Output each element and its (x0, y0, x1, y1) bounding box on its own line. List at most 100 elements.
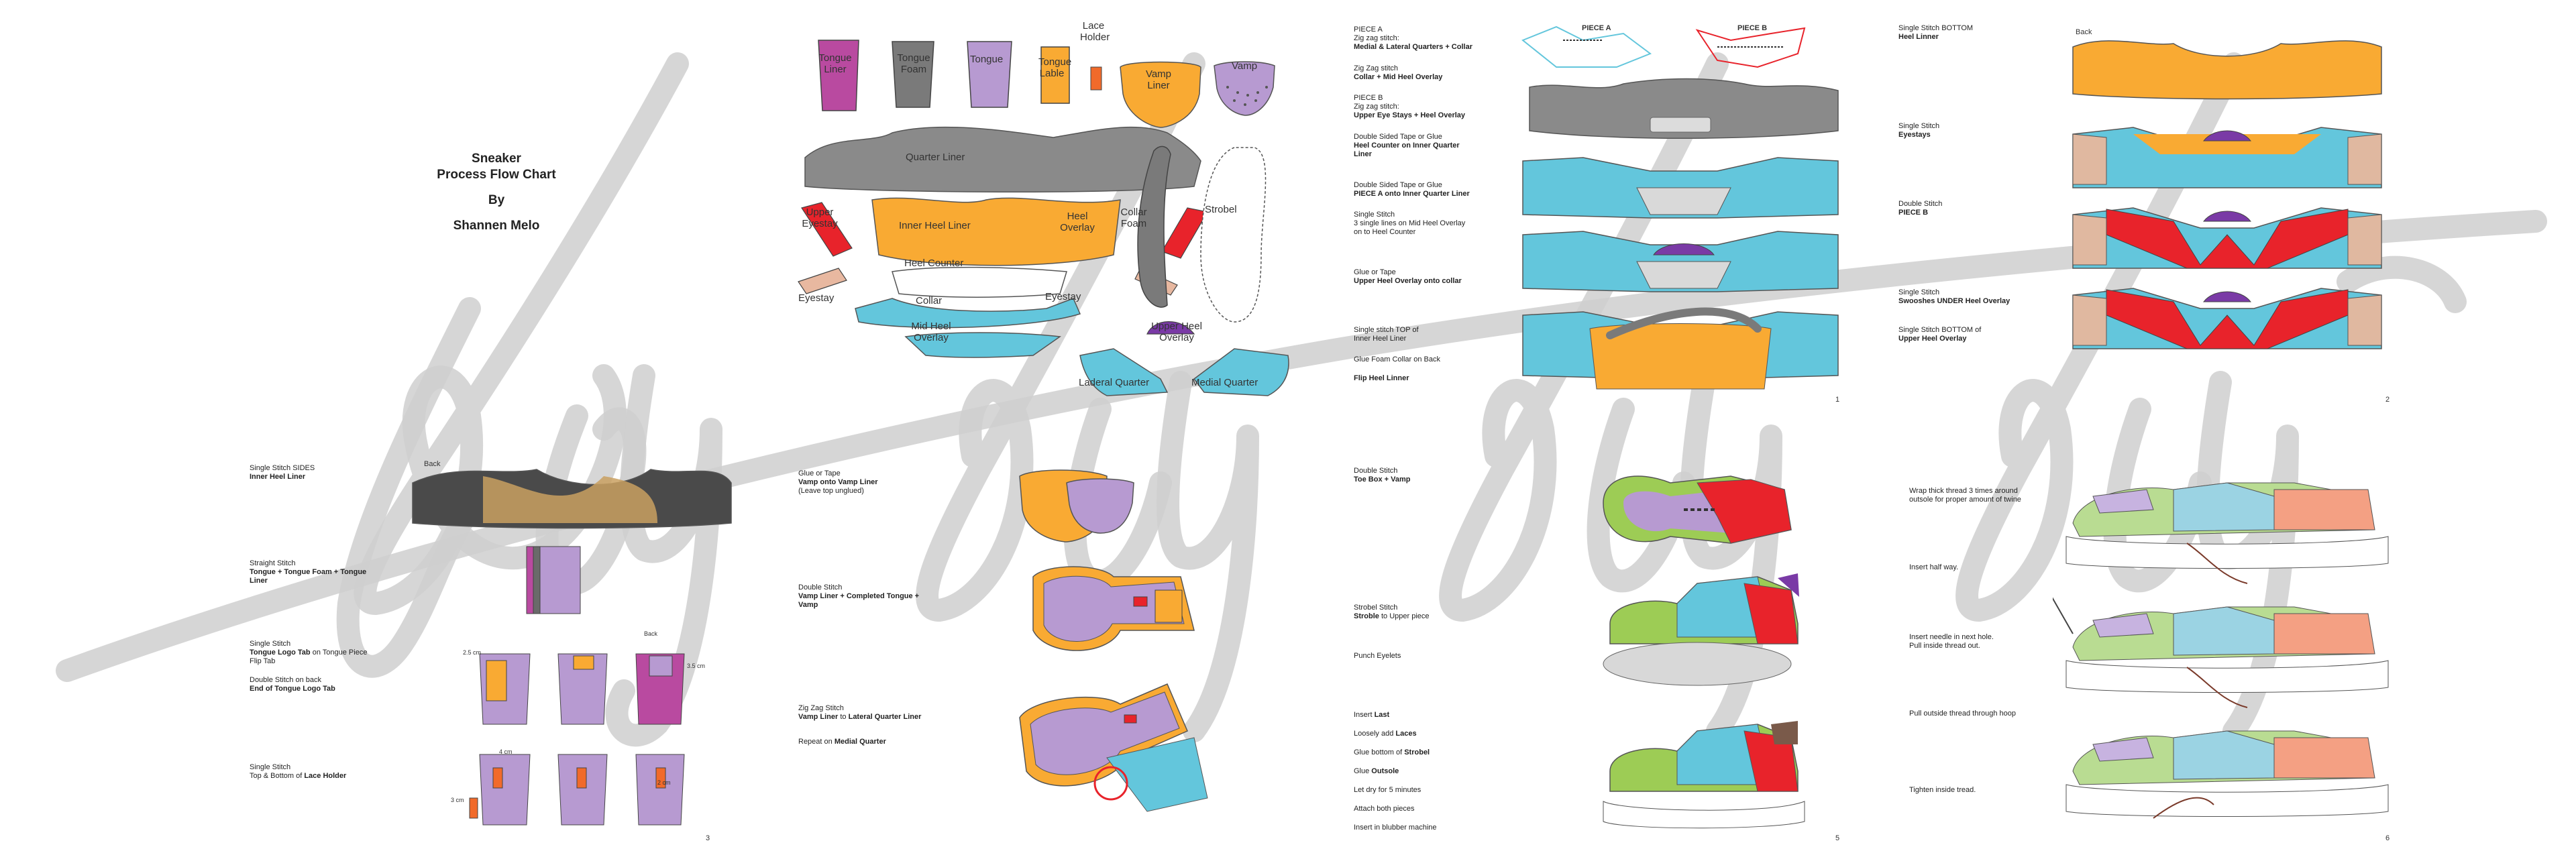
tongue-piece (967, 41, 1012, 108)
vamp-piece (1214, 61, 1275, 116)
label-vamp: Vamp (1232, 60, 1258, 72)
p6-step-2: Insert half way. (1909, 563, 1959, 571)
inner-heel-liner-piece (871, 197, 1121, 266)
panel1-drawings (1521, 25, 1839, 390)
dim-label-2: 3.5 cm (687, 663, 706, 669)
label-lace-holder: Lace Holder (1080, 20, 1110, 43)
p2-back-label: Back (2076, 28, 2092, 36)
label-tongue-liner: Tongue Liner (818, 52, 852, 75)
label-mid-heel-overlay: Mid Heel Overlay (911, 321, 951, 343)
p5-step-3: Punch Eyelets (1354, 652, 1401, 660)
label-tongue: Tongue (970, 54, 1004, 65)
eyestay-left-piece (798, 268, 847, 294)
p1-step-9: Glue Foam Collar on Back (1354, 355, 1440, 363)
p4-step-4: Repeat on Medial Quarter (798, 738, 886, 746)
tongue-foam-piece (892, 41, 934, 108)
page-number-1: 1 (1835, 396, 1840, 404)
label-collar-foam: Collar Foam (1120, 207, 1147, 229)
upper-heel-overlay-piece (1146, 321, 1195, 335)
dim-label-1: 2.5 cm (463, 649, 482, 656)
p3-back-label: Back (424, 460, 441, 468)
p3-back-label-2: Back (644, 630, 658, 637)
p6-step-4: Pull outside thread through hoop (1909, 710, 2017, 718)
p5-step-4: Insert Last (1354, 711, 1390, 719)
label-vamp-liner: Vamp Liner (1145, 68, 1172, 91)
p5-step-8: Let dry for 5 minutes (1354, 786, 1421, 794)
label-lateral-quarter: Laderal Quarter (1079, 377, 1150, 388)
label-piece-b: PIECE B (1737, 24, 1768, 32)
panel2-drawings (2072, 40, 2382, 349)
panel3-drawings (412, 469, 732, 826)
lateral-quarter-piece (1079, 348, 1169, 396)
title-author: Shannen Melo (453, 219, 540, 233)
page-number-6: 6 (2385, 834, 2390, 842)
page-number-3: 3 (706, 834, 710, 842)
label-upper-heel-overlay: Upper Heel Overlay (1151, 321, 1202, 343)
tongue-lable-piece (1040, 46, 1070, 104)
upper-eyestay-left-piece (801, 202, 853, 257)
medial-quarter-piece (1193, 348, 1289, 396)
label-strobel: Strobel (1205, 204, 1237, 215)
mid-heel-overlay-piece (904, 332, 1062, 358)
p5-step-9: Attach both pieces (1354, 805, 1415, 813)
dim-label-3: 4 cm (499, 748, 513, 755)
label-inner-heel-liner: Inner Heel Liner (899, 220, 971, 231)
p5-step-5: Loosely add Laces (1354, 730, 1417, 738)
label-collar: Collar (916, 295, 943, 306)
collar-foam-piece (1137, 146, 1171, 308)
dim-label-4: 2 cm (657, 779, 671, 786)
tongue-liner-piece (818, 40, 859, 111)
label-piece-a: PIECE A (1582, 24, 1611, 32)
panel4-drawings (1019, 469, 1208, 812)
parts-diagram (798, 40, 1289, 396)
label-quarter-liner: Quarter Liner (906, 152, 965, 163)
title-line-2: Process Flow Chart (437, 168, 556, 182)
heel-counter-piece (892, 266, 1067, 298)
title-line-1: Sneaker (472, 152, 521, 166)
label-heel-overlay: Heel Overlay (1060, 211, 1095, 233)
label-tongue-lable: Tongue Lable (1038, 56, 1072, 79)
panel5-drawings (1603, 475, 1805, 829)
title-line-3: By (488, 193, 505, 207)
lace-holder-piece (1090, 66, 1102, 91)
p5-step-7: Glue Outsole (1354, 767, 1399, 775)
p5-step-10: Insert in blubber machine (1354, 824, 1437, 832)
label-eyestay-right: Eyestay (1045, 291, 1081, 302)
dim-label-5: 3 cm (451, 797, 464, 803)
page-number-2: 2 (2385, 396, 2390, 404)
vamp-liner-piece (1120, 61, 1201, 128)
panel6-drawings (2053, 482, 2389, 819)
p6-step-5: Tighten inside tread. (1909, 786, 1976, 794)
label-upper-eyestay: Upper Eyestay (802, 207, 838, 229)
label-tongue-foam: Tongue Foam (897, 52, 930, 75)
label-medial-quarter: Medial Quarter (1191, 377, 1258, 388)
page-number-5: 5 (1835, 834, 1840, 842)
label-heel-counter: Heel Counter (904, 258, 964, 269)
p6-step-3: Insert needle in next hole.Pull inside t… (1909, 633, 1994, 650)
strobel-piece (1200, 147, 1267, 323)
p1-step-10: Flip Heel Linner (1354, 374, 1409, 382)
